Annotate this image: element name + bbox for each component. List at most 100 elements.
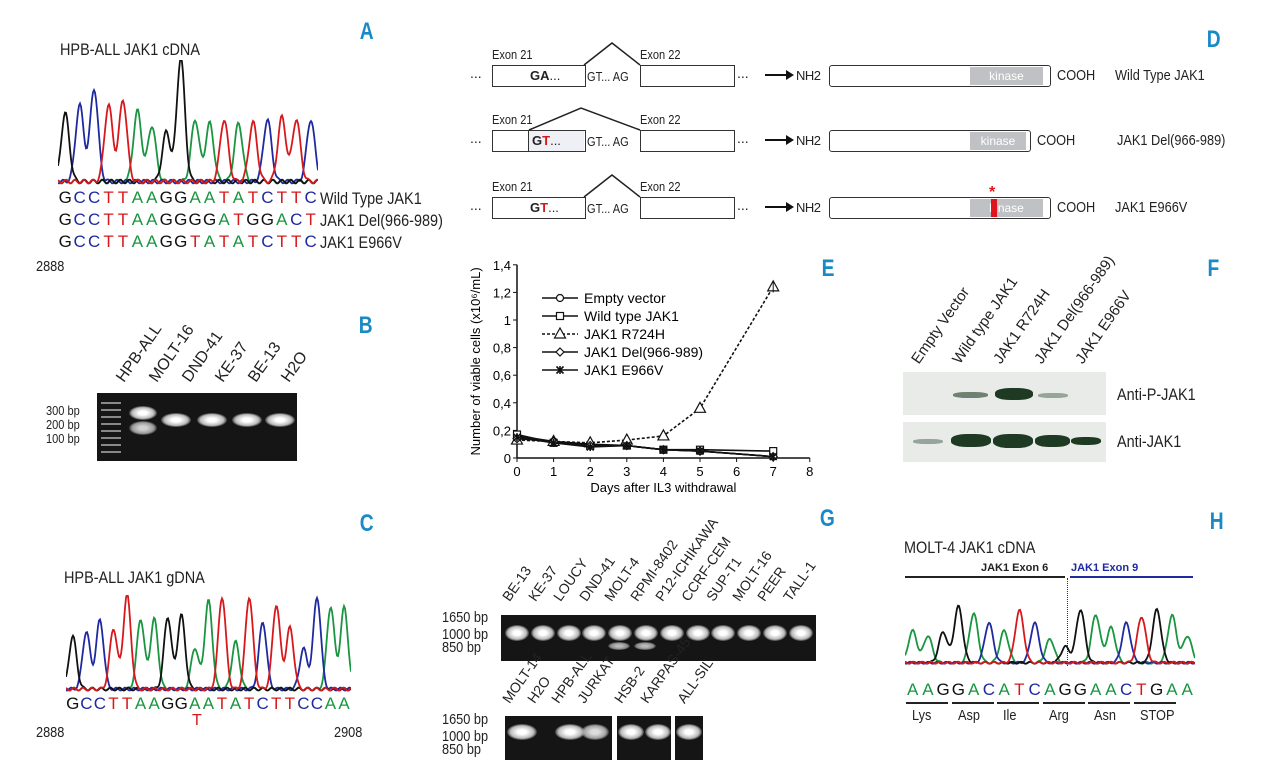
base: C [290, 210, 303, 229]
blot-band [993, 434, 1033, 448]
nh2-label: NH2 [796, 133, 821, 148]
ladder [101, 397, 121, 457]
base: C [261, 188, 274, 207]
base: G [260, 210, 274, 229]
ellipsis: ... [470, 197, 482, 213]
y-tick-label: 1 [504, 313, 511, 328]
base: T [103, 210, 114, 229]
exon-22-box [640, 197, 735, 219]
position-start: 2888 [36, 724, 65, 741]
ellipsis: ... [470, 65, 482, 81]
marker-300: 300 bp [46, 403, 80, 418]
amino-acid-label: Ile [1003, 707, 1017, 724]
lane-label: ALL-SIL [673, 655, 717, 706]
junction-line [1067, 578, 1068, 666]
base: T [276, 232, 287, 251]
base: A [202, 694, 215, 713]
marker-200: 200 bp [46, 417, 80, 432]
exon6-label: JAK1 Exon 6 [981, 562, 1049, 574]
gel-b [97, 393, 297, 461]
ellipsis: ... [470, 130, 482, 146]
base: T [276, 188, 287, 207]
exon-22-label: Exon 22 [640, 47, 681, 62]
y-tick-label: 0 [504, 451, 511, 466]
codon-part: T [540, 200, 549, 215]
codon: GA... [530, 68, 560, 83]
intron-label: GT... AG [587, 134, 629, 149]
blot-band [953, 392, 988, 398]
base: T [218, 232, 230, 251]
base: T [108, 694, 119, 713]
codon-underline [906, 702, 948, 704]
base: C [982, 680, 996, 699]
trace-T [58, 98, 318, 185]
base: T [247, 232, 259, 251]
trace-G [58, 60, 318, 185]
mutation-base: T [192, 712, 202, 729]
arrow-head-icon [786, 202, 794, 212]
base: C [73, 232, 86, 251]
base: T [271, 694, 282, 713]
base: C [93, 694, 107, 713]
variant-label: JAK1 E966V [1115, 199, 1188, 216]
gel-band [129, 421, 157, 435]
exon-21-box [492, 65, 586, 87]
arrow-head-icon [786, 70, 794, 80]
trace-C [66, 595, 351, 692]
amino-acid-label: Arg [1048, 707, 1069, 724]
gel-band [788, 625, 813, 641]
y-tick-label: 0,6 [493, 368, 511, 383]
blot-label-jak1: Anti-JAK1 [1117, 432, 1182, 451]
base: T [216, 694, 228, 713]
base: A [998, 680, 1010, 699]
gel-g-bottom-1 [505, 716, 612, 760]
panel-label-a: A [359, 18, 374, 45]
base: T [291, 232, 302, 251]
base: C [87, 188, 101, 207]
gel-band [634, 625, 658, 641]
variant-label: JAK1 Del(966-989) [1117, 132, 1226, 149]
blot-band [951, 434, 991, 447]
base: C [73, 188, 86, 207]
blot-label-p-jak1: Anti-P-JAK1 [1117, 385, 1196, 404]
base: C [87, 232, 101, 251]
base: T [117, 232, 129, 251]
codon-underline [951, 702, 994, 704]
base: A [338, 694, 350, 713]
base: A [232, 188, 245, 207]
panel-label-b: B [358, 312, 373, 339]
panel-label-d: D [1206, 26, 1221, 53]
codon-underline [1042, 702, 1085, 704]
data-point [586, 442, 595, 452]
gel-band [685, 625, 710, 641]
base: A [134, 694, 147, 713]
base: C [80, 694, 93, 713]
base: G [161, 694, 175, 713]
gel-g-top [501, 615, 816, 661]
marker-1000: 1000 bp [442, 626, 489, 643]
gel-band [581, 724, 609, 740]
base: G [951, 680, 965, 699]
gel-band [737, 625, 762, 641]
y-tick-label: 0,2 [493, 423, 511, 438]
legend-label: JAK1 R724H [584, 326, 665, 342]
gel-band [711, 625, 736, 641]
base: A [131, 210, 144, 229]
base: C [1028, 680, 1041, 699]
codon-part: A [540, 68, 550, 83]
chromatogram-c [66, 595, 351, 692]
base: A [218, 210, 230, 229]
series-4: JAK1 E966V [512, 362, 778, 461]
sequence-label: JAK1 Del(966-989) [320, 211, 443, 230]
x-tick-label: 1 [550, 464, 557, 479]
codon-part: T [542, 133, 551, 148]
base: T [291, 188, 302, 207]
base: C [297, 694, 310, 713]
base: C [256, 694, 269, 713]
amino-acid-label: Lys [912, 707, 932, 724]
exon-22-label: Exon 22 [640, 179, 681, 194]
arrow-icon [765, 74, 789, 76]
base: A [148, 694, 160, 713]
